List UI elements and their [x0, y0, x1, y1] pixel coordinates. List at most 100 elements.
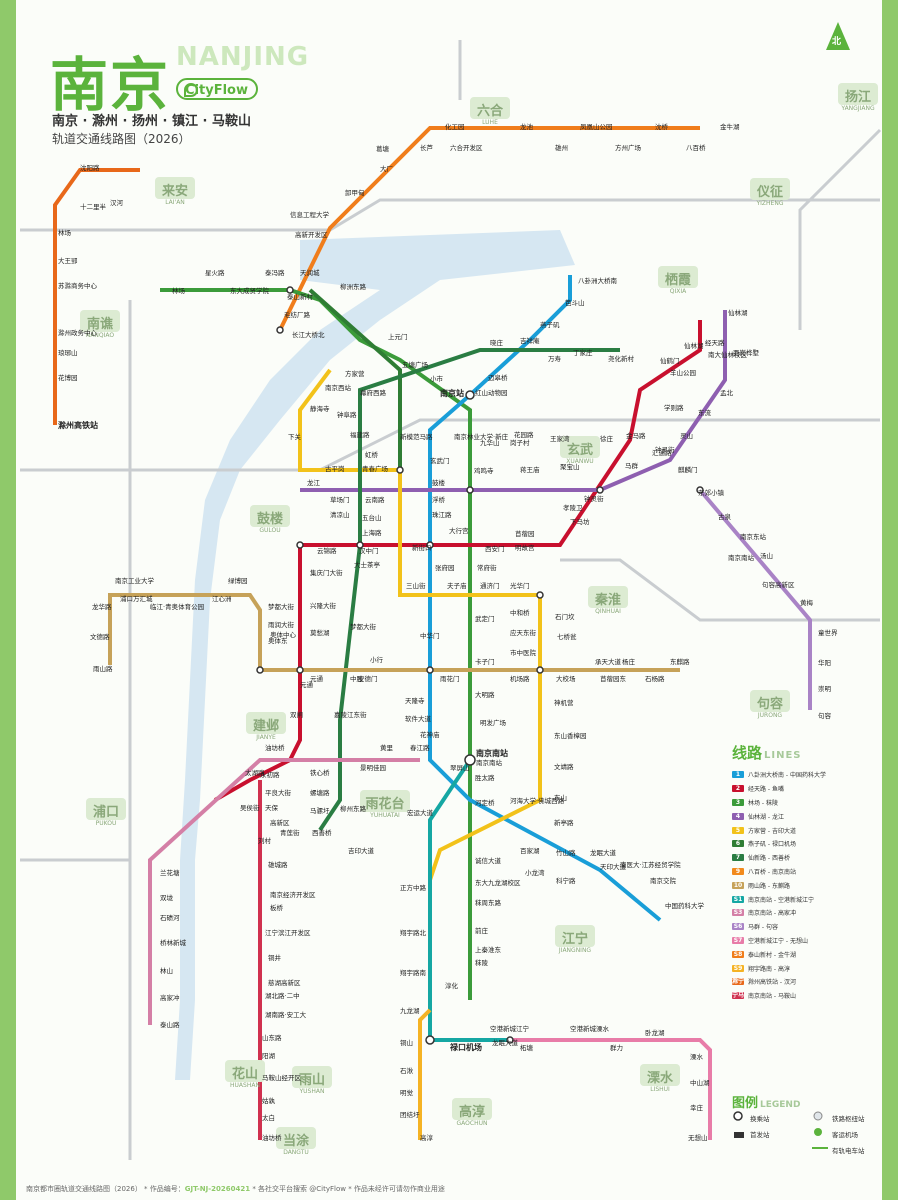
station-label[interactable]: 崇明: [818, 685, 831, 693]
station-label[interactable]: 云锦路: [317, 547, 337, 555]
station-label[interactable]: 古泉: [718, 513, 731, 521]
station-label[interactable]: 石碛河: [160, 914, 180, 922]
station-label[interactable]: 花神庙: [420, 731, 440, 739]
station-label[interactable]: 万寿: [548, 355, 561, 363]
station-label[interactable]: 孝陵卫: [563, 504, 583, 512]
station-label[interactable]: 黄梅: [800, 599, 813, 607]
station-label[interactable]: 高家冲: [160, 994, 180, 1002]
station-label[interactable]: 蒋王庙: [520, 466, 540, 474]
station-label[interactable]: 仙林湖: [728, 309, 748, 317]
station-label[interactable]: 石湫: [400, 1067, 413, 1075]
station-label[interactable]: 上秦淮东: [475, 946, 501, 954]
station-label[interactable]: 双闸: [290, 711, 303, 719]
station-label[interactable]: 十二里半: [80, 203, 106, 211]
station-label[interactable]: 正方中路: [400, 884, 426, 892]
station-label[interactable]: 钟阜路: [337, 411, 357, 419]
station-label[interactable]: 元通: [300, 681, 313, 689]
station-label[interactable]: 油坊桥: [265, 744, 285, 752]
station-label[interactable]: 卸甲甸: [345, 189, 365, 197]
station-label[interactable]: 苜蓿园东: [600, 675, 626, 683]
station-label[interactable]: 灵山: [680, 432, 693, 440]
station-label[interactable]: 秣周东路: [475, 899, 501, 907]
station-label[interactable]: 东大九龙湖校区: [475, 879, 521, 887]
station-label[interactable]: 龙江: [307, 479, 320, 487]
station-label[interactable]: 西善桥: [312, 829, 332, 837]
station-label[interactable]: 刘村: [258, 837, 271, 845]
station-label[interactable]: 滁州政务中心: [58, 329, 97, 337]
station-label[interactable]: 花园路: [514, 431, 534, 439]
station-label[interactable]: 竹山路: [556, 849, 576, 857]
station-label[interactable]: 雄城路: [268, 861, 288, 869]
station-label[interactable]: 东大成贤学院: [230, 287, 269, 295]
station-label[interactable]: 湖北路·二中: [265, 992, 300, 1000]
station-label[interactable]: 中和桥: [510, 609, 530, 617]
station-label[interactable]: 青春广场: [362, 465, 388, 473]
station-label[interactable]: 句容: [818, 712, 831, 720]
station-label[interactable]: 常府街: [477, 564, 497, 572]
station-label[interactable]: 无想山: [688, 1134, 708, 1142]
station-label[interactable]: 龙池: [520, 123, 533, 131]
station-label[interactable]: 翔宇路南: [400, 969, 426, 977]
station-label[interactable]: 泰山路: [160, 1021, 180, 1029]
station-label[interactable]: 长江大桥北: [292, 331, 325, 339]
station-label[interactable]: 雄州: [555, 144, 568, 152]
station-label[interactable]: 龙眠大道: [590, 849, 616, 857]
station-label[interactable]: 秣陵: [475, 959, 488, 967]
station-label[interactable]: 草场门: [330, 496, 350, 504]
station-label[interactable]: 古平岗: [325, 465, 345, 473]
station-label[interactable]: 天保: [265, 804, 278, 812]
station-label[interactable]: 八百桥: [686, 144, 706, 152]
station-label[interactable]: 春江路: [410, 744, 430, 752]
station-label[interactable]: 河海大学·佛城西路: [510, 797, 565, 805]
station-label[interactable]: 元通: [310, 675, 323, 683]
station-label[interactable]: 星火路: [205, 269, 225, 277]
station-label[interactable]: 马鞍山经开区: [262, 1074, 301, 1082]
station-label[interactable]: 苏滁商务中心: [58, 282, 97, 290]
station-label[interactable]: 仙林湖: [684, 342, 704, 350]
station-label[interactable]: 花博园: [58, 374, 78, 382]
station-label[interactable]: 泰冯路: [265, 269, 285, 277]
station-label[interactable]: 下关: [288, 433, 301, 441]
station-label[interactable]: 群力: [610, 1044, 623, 1052]
station-label[interactable]: 南京西站: [325, 384, 351, 392]
station-label[interactable]: 凤凰山公园: [580, 123, 613, 131]
station-label[interactable]: 嘉陵江东街: [334, 711, 367, 719]
station-label[interactable]: 雨山路: [93, 665, 113, 673]
station-label[interactable]: 南京交院: [650, 877, 676, 885]
station-label[interactable]: 石杨路: [645, 675, 665, 683]
station-label[interactable]: 江心洲: [212, 595, 232, 603]
station-label[interactable]: 长芦: [420, 144, 433, 152]
station-label[interactable]: 汉中门: [359, 547, 379, 555]
station-label[interactable]: 大校场: [556, 675, 576, 683]
station-label[interactable]: 幸庄: [690, 1104, 703, 1112]
station-label[interactable]: 云南路: [365, 496, 385, 504]
station-label[interactable]: 六合开发区: [450, 144, 483, 152]
station-label[interactable]: 九华山: [480, 439, 500, 447]
station-label[interactable]: 翔宇路北: [400, 929, 426, 937]
station-label[interactable]: 仙鹤门: [660, 357, 680, 365]
station-label[interactable]: 滁州高铁站: [58, 421, 98, 430]
station-label[interactable]: 浮桥: [432, 496, 445, 504]
station-label[interactable]: 泰山新村: [287, 293, 313, 301]
station-label[interactable]: 杨庄: [622, 658, 635, 666]
station-label[interactable]: 琅琊山: [58, 349, 78, 357]
station-label[interactable]: 尧化新村: [608, 355, 634, 363]
station-label[interactable]: 东山: [554, 794, 567, 802]
station-label[interactable]: 虹桥: [365, 451, 378, 459]
station-label[interactable]: 铁心桥: [310, 769, 330, 777]
station-label[interactable]: 中胜: [350, 675, 363, 683]
station-label[interactable]: 明发广场: [480, 719, 506, 727]
station-label[interactable]: 禄口机场: [450, 1043, 482, 1052]
station-label[interactable]: 姑孰: [262, 1097, 275, 1105]
station-label[interactable]: 上元门: [388, 333, 408, 341]
station-label[interactable]: 岗子村: [510, 439, 530, 447]
station-label[interactable]: 马群: [625, 462, 638, 470]
station-label[interactable]: 绿博园: [228, 577, 248, 585]
station-label[interactable]: 南医大·江苏经贸学院: [620, 861, 681, 869]
station-label[interactable]: 毛纺厂路: [284, 311, 310, 319]
station-label[interactable]: 石门坎: [555, 613, 575, 621]
station-label[interactable]: 大行宫: [449, 527, 469, 535]
station-label[interactable]: 上海路: [362, 529, 382, 537]
station-label[interactable]: 螺塘路: [310, 789, 330, 797]
station-label[interactable]: 双垅: [160, 894, 173, 902]
